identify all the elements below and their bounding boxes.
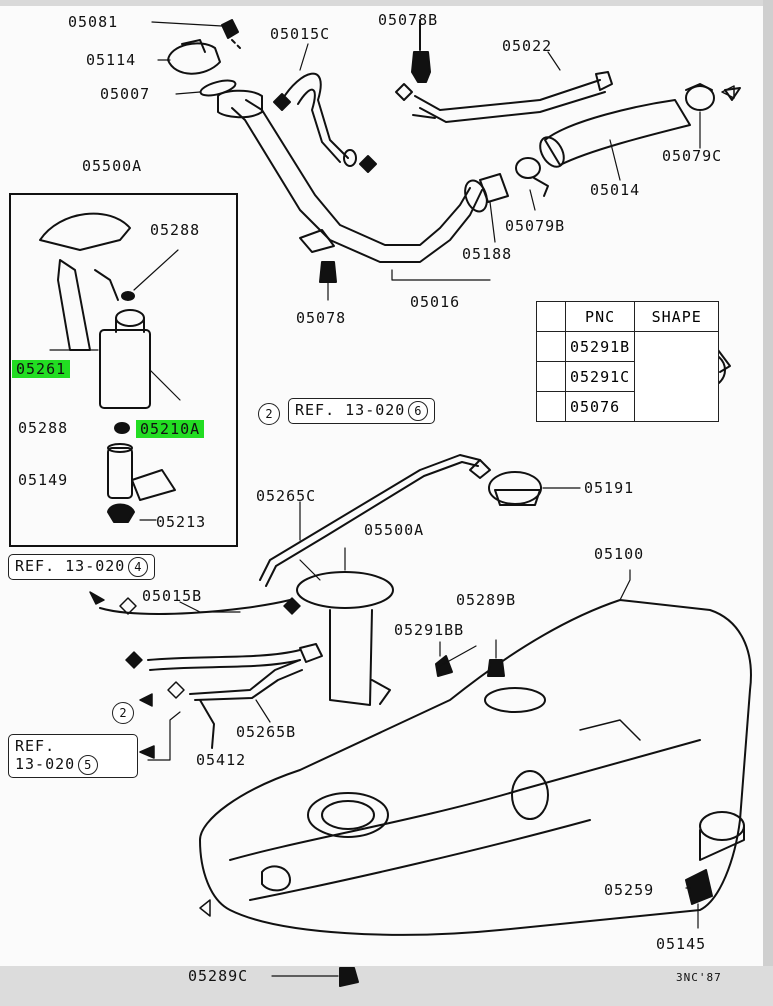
pump-bracket-05261 (39, 212, 131, 351)
part-label-05015C[interactable]: 05015C (270, 25, 331, 43)
seal-05213 (107, 503, 157, 523)
pump-detail-box (9, 193, 238, 547)
connector-05078B (411, 19, 431, 83)
part-label-05078[interactable]: 05078 (296, 309, 347, 327)
ref-text: REF. 13-020 (295, 401, 406, 419)
oring-05288 (114, 249, 179, 434)
part-label-05265C[interactable]: 05265C (256, 487, 317, 505)
hose-05015B (99, 599, 323, 671)
arrows (89, 85, 735, 917)
drawing-code: 3NC'87 (676, 971, 722, 984)
ref-number: 4 (128, 557, 149, 577)
legend-header-pnc: PNC (564, 301, 636, 332)
legend-pnc-value[interactable]: 05291C (564, 361, 636, 392)
hose-05188 (479, 173, 509, 203)
legend-row: 05291B (536, 331, 720, 422)
part-label-05022[interactable]: 05022 (502, 37, 553, 55)
part-label-05078B[interactable]: 05078B (378, 11, 439, 29)
filler-neck-05016 (217, 89, 488, 263)
ref-index-circle-2: 2 (112, 702, 134, 724)
part-label-05291BB[interactable]: 05291BB (394, 621, 465, 639)
part-label-05079C[interactable]: 05079C (662, 147, 723, 165)
part-label-05100[interactable]: 05100 (594, 545, 645, 563)
frame-edge-right (763, 0, 773, 1006)
diamond-markers-top (273, 83, 413, 173)
part-label-05079B[interactable]: 05079B (505, 217, 566, 235)
part-label-05016[interactable]: 05016 (410, 293, 461, 311)
part-label-05191[interactable]: 05191 (584, 479, 635, 497)
part-label-05265B[interactable]: 05265B (236, 723, 297, 741)
tube-05265C (259, 454, 491, 587)
part-label-05500A-top[interactable]: 05500A (82, 157, 143, 175)
ref-number: 6 (408, 401, 429, 421)
part-label-05007[interactable]: 05007 (100, 85, 151, 103)
clamp-05079B (515, 157, 549, 197)
breather-hose-05022 (412, 71, 613, 123)
frame-edge-top (0, 0, 773, 6)
leader-lines-top (151, 21, 701, 301)
part-label-05288-a[interactable]: 05288 (150, 221, 201, 239)
sender-unit-05259 (685, 811, 745, 929)
part-label-05412[interactable]: 05412 (196, 751, 247, 769)
pressure-regulator-05191 (488, 471, 581, 506)
part-label-05114[interactable]: 05114 (86, 51, 137, 69)
part-label-05149[interactable]: 05149 (18, 471, 69, 489)
ref-index-circle: 2 (258, 403, 280, 425)
part-label-05145[interactable]: 05145 (656, 935, 707, 953)
tether-05081 (221, 19, 241, 49)
ref-text-line1: REF. (15, 737, 56, 755)
tube-05265B (189, 659, 303, 723)
pump-assembly-05500A (296, 547, 394, 706)
pnc-legend-table: PNC SHAPE 05291B 05291C 05076 (536, 301, 720, 422)
part-label-05289B[interactable]: 05289B (456, 591, 517, 609)
ref-text: REF. 13-020 (15, 557, 126, 575)
legend-row: 05076 (536, 391, 719, 422)
legend-shape-cell (634, 331, 720, 422)
drain-plug-05289C (271, 967, 359, 987)
hose-05014 (539, 99, 691, 168)
vent-hose-05015C (281, 72, 357, 167)
filled-diamond-icon (536, 391, 566, 422)
legend-header-blank (536, 301, 566, 332)
part-label-05015B[interactable]: 05015B (142, 587, 203, 605)
part-label-05014[interactable]: 05014 (590, 181, 641, 199)
part-label-05210A[interactable]: 05210A (136, 420, 205, 438)
legend-header-shape: SHAPE (634, 301, 720, 332)
grommets (435, 639, 505, 677)
part-label-05500A-mid[interactable]: 05500A (364, 521, 425, 539)
part-label-05289C[interactable]: 05289C (188, 967, 249, 985)
fuel-tank-05100 (199, 569, 752, 936)
filter-05149 (107, 443, 176, 501)
ref-number: 5 (78, 755, 99, 775)
part-label-05081[interactable]: 05081 (68, 13, 119, 31)
gasket-05007 (199, 79, 237, 97)
part-label-05188[interactable]: 05188 (462, 245, 513, 263)
filler-cap-05114 (167, 39, 221, 75)
legend-header-row: PNC SHAPE (536, 301, 720, 332)
ref-text-line2: 13-020 (15, 755, 76, 773)
legend-pnc-value[interactable]: 05291B (564, 331, 636, 362)
leader-lines-bottom (179, 501, 477, 667)
legend-pnc-value[interactable]: 05076 (564, 391, 636, 422)
double-diamond-icon (536, 331, 566, 362)
part-label-05261[interactable]: 05261 (12, 360, 71, 378)
part-label-05213[interactable]: 05213 (156, 513, 207, 531)
fuel-pump-05210A (99, 309, 181, 409)
connector-05078 (319, 261, 337, 283)
frame-edge-bottom (0, 966, 773, 1006)
open-diamond-icon (536, 361, 566, 392)
wire-harness-05412 (199, 699, 215, 749)
part-label-05288-b[interactable]: 05288 (18, 419, 69, 437)
part-label-05259[interactable]: 05259 (604, 881, 655, 899)
